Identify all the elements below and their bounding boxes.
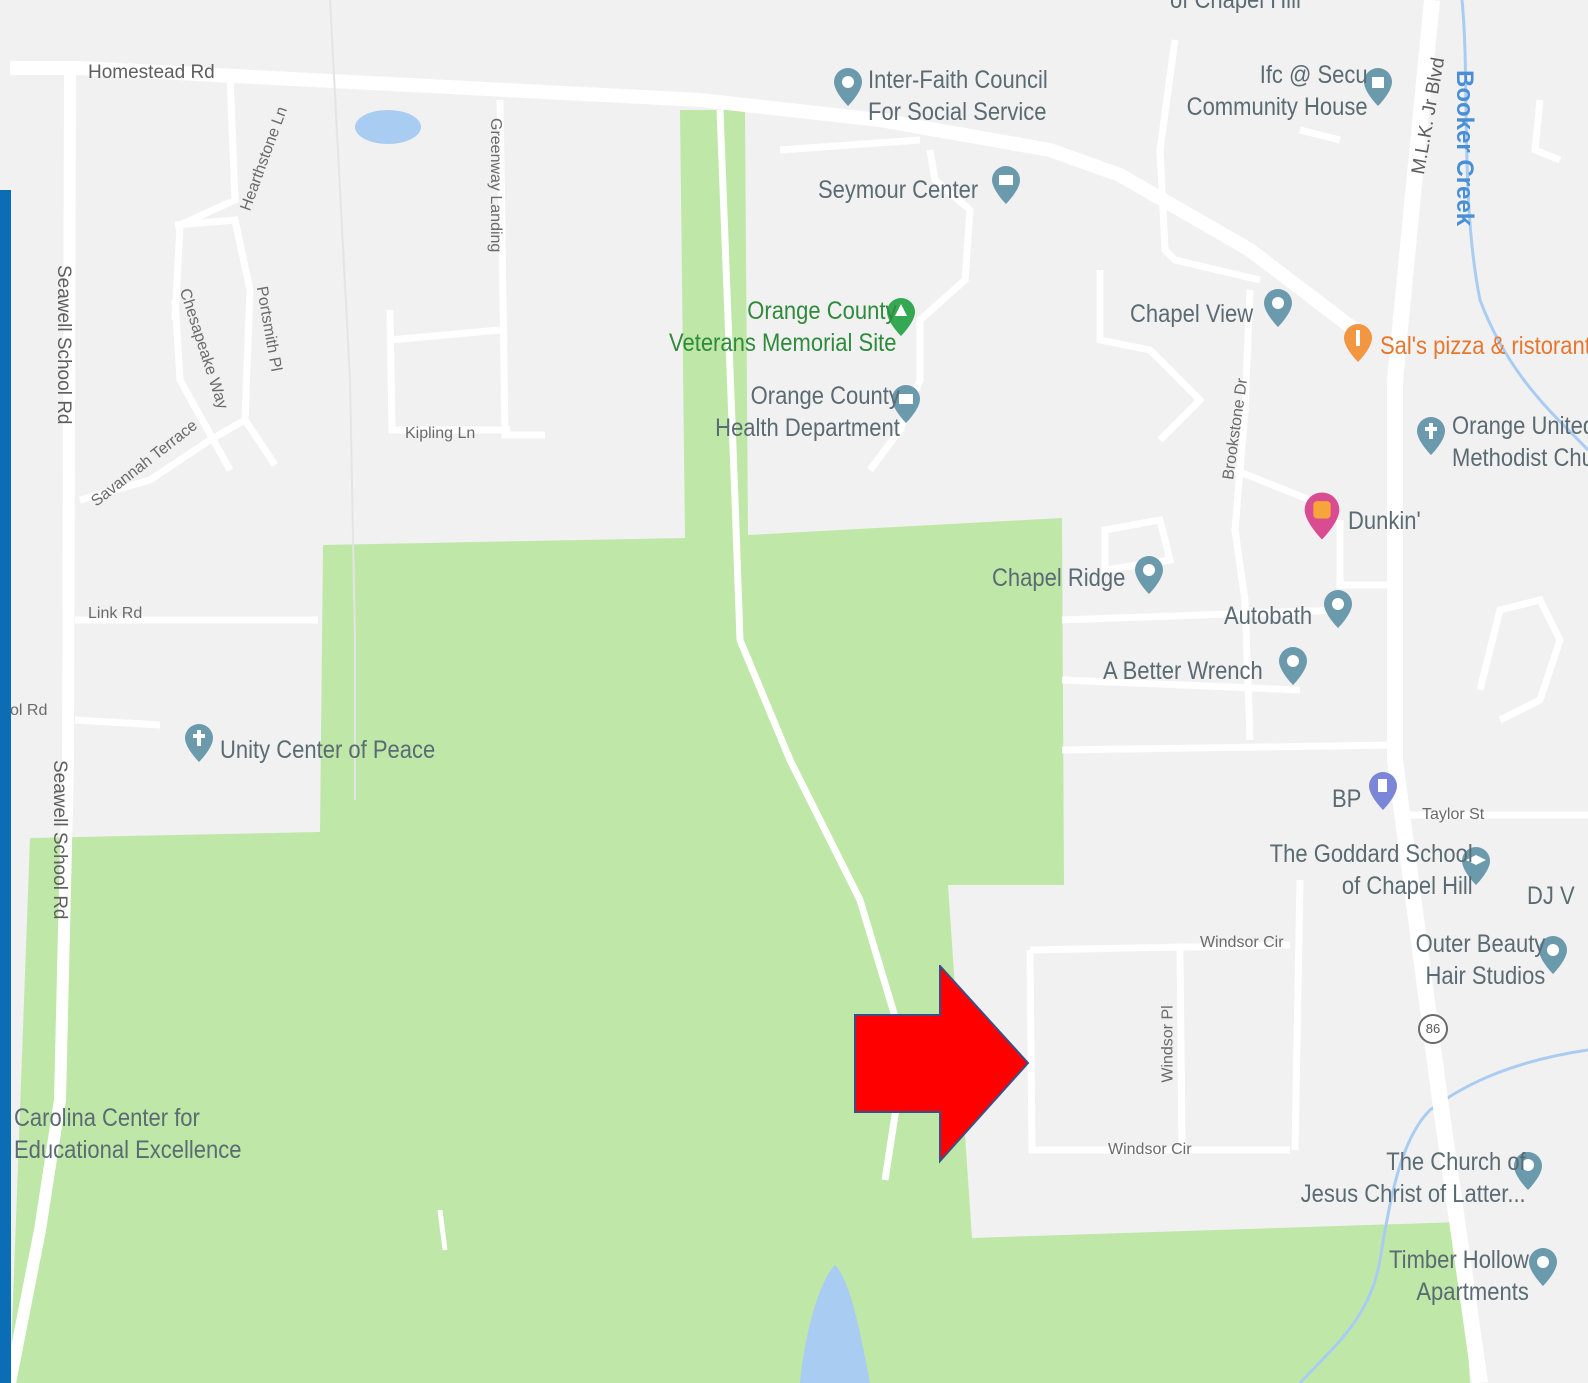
road-label-kipling: Kipling Ln: [405, 425, 476, 442]
road-label-windsor-pl: Windsor Pl: [1159, 1005, 1177, 1083]
route-86-shield: 86: [1418, 1014, 1448, 1044]
church-cross-icon[interactable]: [183, 722, 215, 764]
lake: [800, 1265, 870, 1383]
gas-station-icon[interactable]: [1367, 770, 1399, 812]
location-pin-icon[interactable]: [1537, 934, 1569, 976]
seawell-school-rd: [4, 69, 76, 1383]
road-label-seawell-upper: Seawell School Rd: [53, 265, 74, 425]
poi-label-veterans[interactable]: Orange County Veterans Memorial Site: [669, 297, 897, 357]
location-pin-icon[interactable]: [832, 66, 864, 108]
road-label-seawell-lower: Seawell School Rd: [49, 760, 70, 920]
road-label-windsor-cir-bottom: Windsor Cir: [1108, 1141, 1192, 1158]
pond: [355, 110, 421, 144]
poi-label-autobath[interactable]: Autobath: [1224, 602, 1313, 630]
road-label-taylor: Taylor St: [1422, 806, 1485, 823]
poi-label-seymour[interactable]: Seymour Center: [818, 176, 979, 204]
location-pin-icon[interactable]: [1133, 554, 1165, 596]
restaurant-icon[interactable]: [1342, 322, 1374, 364]
road-label-windsor-cir-top: Windsor Cir: [1200, 934, 1284, 951]
government-building-icon[interactable]: [990, 164, 1022, 206]
road-label-homestead: Homestead Rd: [88, 62, 215, 83]
poi-label-timber-hollow[interactable]: Timber Hollow Apartments: [1389, 1246, 1529, 1306]
poi-label-dj[interactable]: DJ V: [1527, 882, 1575, 910]
school-cap-icon[interactable]: [1460, 845, 1492, 887]
location-pin-icon[interactable]: [1527, 1246, 1559, 1288]
road-label-link: Link Rd: [88, 605, 143, 622]
poi-label-orange-methodist[interactable]: Orange United Methodist Church: [1452, 412, 1588, 472]
location-pin-icon[interactable]: [1322, 588, 1354, 630]
poi-label-church-lds[interactable]: The Church of Jesus Christ of Latter...: [1300, 1148, 1526, 1208]
booker-creek-line: [1460, 0, 1588, 452]
church-cross-icon[interactable]: [1415, 415, 1447, 457]
poi-label-bp[interactable]: BP: [1332, 785, 1362, 813]
homestead-rd: [10, 61, 1360, 336]
park-area: [10, 110, 1470, 1383]
road-label-partial: ol Rd: [10, 702, 48, 719]
poi-label-unity[interactable]: Unity Center of Peace: [220, 736, 436, 764]
water-label-booker-creek: Booker Creek: [1451, 70, 1478, 227]
creek-lower: [1298, 1048, 1588, 1383]
dunkin-logo-icon[interactable]: [1302, 490, 1342, 542]
poi-label-ifc-secu[interactable]: Ifc @ Secu Community House: [1186, 61, 1368, 121]
government-building-icon[interactable]: [890, 383, 922, 425]
left-edge-bar: [0, 190, 11, 1383]
tree-icon[interactable]: [885, 296, 917, 338]
road-label-greenway: Greenway Landing: [487, 118, 504, 253]
red-arrow-annotation: [854, 965, 1030, 1164]
poi-label-inter-faith[interactable]: Inter-Faith Council For Social Service: [868, 66, 1048, 126]
community-building-icon[interactable]: [1362, 66, 1394, 108]
poi-label-dunkin[interactable]: Dunkin': [1348, 507, 1421, 535]
temple-icon[interactable]: [1512, 1150, 1544, 1192]
poi-label-carolina-center[interactable]: Carolina Center for Educational Excellen…: [14, 1104, 242, 1164]
location-pin-icon[interactable]: [1277, 645, 1309, 687]
poi-label-goddard[interactable]: The Goddard School of Chapel Hill: [1269, 840, 1473, 900]
poi-label-chapel-hill-partial[interactable]: of Chapel Hill: [1170, 0, 1301, 14]
poi-label-outer-beauty[interactable]: Outer Beauty Hair Studios: [1415, 930, 1546, 990]
poi-label-sals[interactable]: Sal's pizza & ristorante: [1380, 332, 1588, 360]
poi-label-chapel-view[interactable]: Chapel View: [1130, 300, 1254, 328]
mlk-blvd: [1387, 0, 1488, 1383]
poi-label-health-dept[interactable]: Orange County Health Department: [715, 382, 900, 442]
poi-label-chapel-ridge[interactable]: Chapel Ridge: [992, 564, 1126, 592]
location-pin-icon[interactable]: [1262, 287, 1294, 329]
poi-label-better-wrench[interactable]: A Better Wrench: [1103, 657, 1263, 685]
